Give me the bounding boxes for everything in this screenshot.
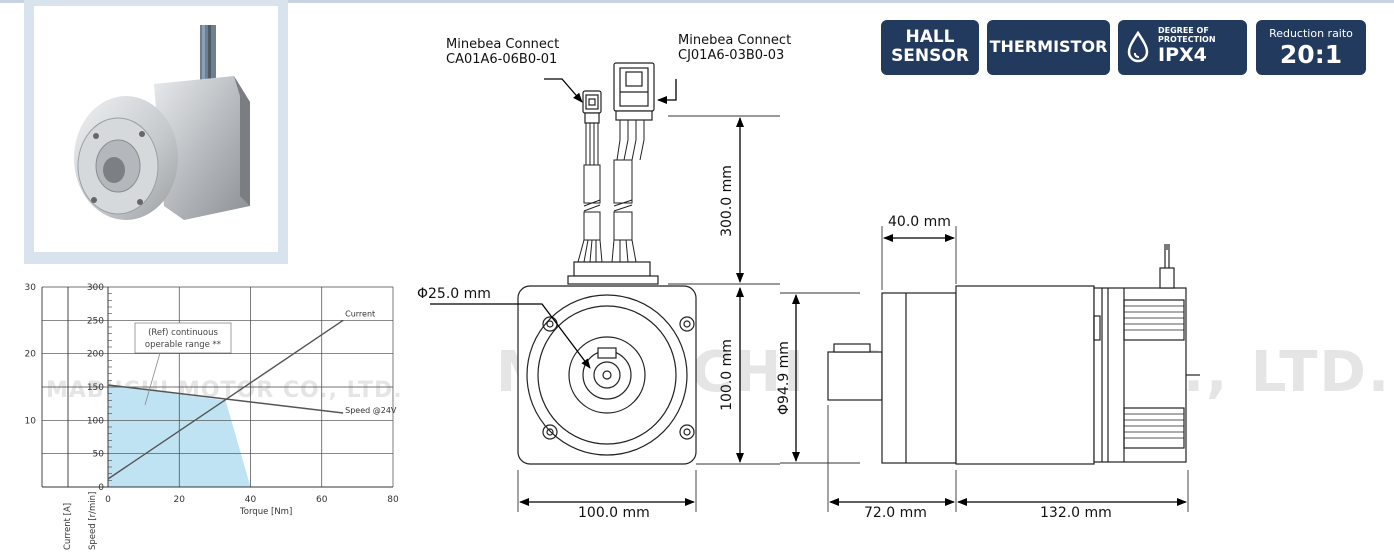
reduction-value: 20:1 — [1279, 40, 1343, 69]
right-axis-tick-label: 150 — [87, 383, 104, 393]
side-gearbox — [881, 292, 957, 464]
side-motor-body — [955, 285, 1095, 465]
product-photo-frame — [24, 0, 288, 264]
thermistor-badge: THERMISTOR — [987, 20, 1110, 75]
x-tick-label: 60 — [316, 495, 328, 505]
left-connector-part: CA01A6-06B0-01 — [446, 52, 558, 67]
protection-line1: DEGREE OF — [1158, 26, 1209, 35]
motor-body — [154, 76, 250, 220]
right-axis-tick-label: 100 — [87, 416, 104, 426]
water-drop-icon — [1127, 30, 1149, 63]
left-axis-label: Current [A] — [63, 503, 73, 550]
reduction-label: Reduction raito — [1269, 27, 1353, 40]
left-axis-tick-label: 10 — [25, 416, 37, 426]
right-axis-tick-label: 250 — [87, 316, 104, 326]
x-tick-label: 80 — [387, 495, 399, 505]
leader-left-connector — [544, 78, 583, 103]
protection-line2: PROTECTION — [1158, 35, 1216, 44]
gear-length-label: 72.0 mm — [864, 505, 927, 521]
leader-shaft-diameter — [430, 303, 591, 369]
mounting-holes — [542, 316, 695, 440]
right-axis-tick-label: 200 — [87, 350, 104, 360]
right-connector-name: Minebea Connect — [678, 33, 792, 48]
leader-right-connector — [657, 79, 677, 104]
series-label: Speed @24V — [345, 406, 397, 415]
x-axis-label: Torque [Nm] — [239, 507, 292, 517]
right-axis-tick-label: 50 — [93, 450, 105, 460]
output-shaft — [103, 157, 125, 183]
front-flange-outer — [526, 294, 688, 456]
x-tick-label: 0 — [105, 495, 111, 505]
side-rear-cover — [1093, 287, 1187, 463]
side-output-shaft — [827, 351, 883, 401]
hall-sensor-badge: HALL SENSOR — [881, 20, 979, 75]
thermistor-label: THERMISTOR — [989, 37, 1108, 56]
x-tick-label: 40 — [245, 495, 257, 505]
series-label: Current — [345, 309, 375, 318]
wire-bundles — [577, 120, 645, 263]
geared-motor-illustration — [74, 25, 250, 220]
motor-length-label: 132.0 mm — [1040, 505, 1112, 521]
x-tick-label: 20 — [174, 495, 186, 505]
shaft-diameter-label: Φ25.0 mm — [417, 286, 491, 302]
region-annotation-box — [134, 322, 232, 354]
left-axis-tick-label: 30 — [25, 283, 37, 293]
side-cable-gland — [1159, 267, 1175, 289]
right-axis-label: Speed [r/min] — [88, 492, 98, 550]
protection-badge: DEGREE OF PROTECTION IPX4 — [1118, 20, 1247, 75]
region-annotation-leader — [144, 352, 161, 406]
connector-large — [613, 62, 655, 121]
flange-width-label: 40.0 mm — [888, 214, 951, 230]
right-axis-tick-label: 300 — [87, 283, 104, 293]
hall-sensor-line1: HALL — [905, 27, 955, 47]
reduction-ratio-badge: Reduction raito 20:1 — [1256, 20, 1366, 75]
hall-sensor-line2: SENSOR — [891, 46, 969, 66]
body-width-label: 100.0 mm — [578, 505, 650, 521]
region-annotation-line2: operable range ** — [145, 340, 221, 350]
right-axis-tick-label: 0 — [98, 483, 104, 493]
top-border-line — [0, 0, 1394, 3]
left-connector-name: Minebea Connect — [446, 37, 560, 52]
connector-small — [582, 90, 602, 124]
region-annotation-line1: (Ref) continuous — [148, 328, 218, 338]
left-axis-tick-label: 20 — [25, 350, 37, 360]
protection-rating: IPX4 — [1158, 44, 1207, 66]
product-photo — [34, 6, 278, 252]
series-line-1 — [107, 384, 344, 414]
right-connector-part: CJ01A6-03B0-03 — [678, 48, 785, 63]
